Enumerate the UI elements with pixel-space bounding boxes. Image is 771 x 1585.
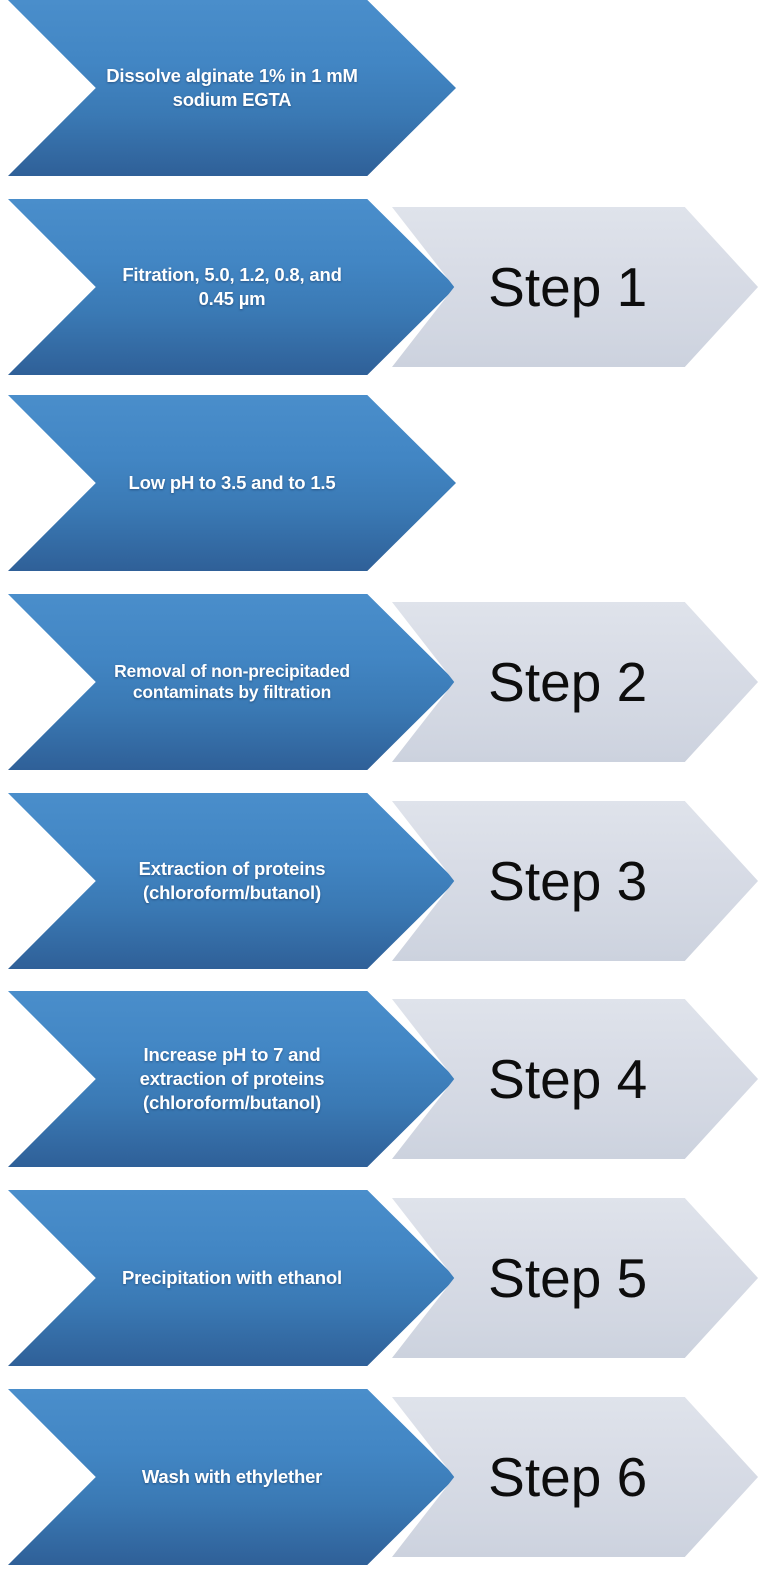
process-chevron-2[interactable]: Fitration, 5.0, 1.2, 0.8, and 0.45 µm [8,199,456,375]
flow-row: Dissolve alginate 1% in 1 mM sodium EGTA [0,0,771,176]
step-chevron-label: Step 3 [488,849,648,912]
process-chevron-label: Low pH to 3.5 and to 1.5 [128,472,336,494]
flow-row: Extraction of proteins (chloroform/butan… [0,793,771,969]
step-chevron-label: Step 6 [488,1445,648,1508]
flow-row: Wash with ethylether Step 6 [0,1389,771,1565]
process-chevron-8[interactable]: Wash with ethylether [8,1389,456,1565]
process-chevron-1[interactable]: Dissolve alginate 1% in 1 mM sodium EGTA [8,0,456,176]
process-chevron-3[interactable]: Low pH to 3.5 and to 1.5 [8,395,456,571]
flow-row: Low pH to 3.5 and to 1.5 [0,395,771,571]
step-chevron-label: Step 2 [488,650,648,713]
flow-row: Removal of non-precipitaded contaminats … [0,594,771,770]
process-chevron-label: Removal of non-precipitaded contaminats … [114,660,350,702]
process-chevron-label: Fitration, 5.0, 1.2, 0.8, and 0.45 µm [122,264,342,309]
process-chevron-7[interactable]: Precipitation with ethanol [8,1190,456,1366]
flow-row: Increase pH to 7 and extraction of prote… [0,991,771,1167]
flow-row: Precipitation with ethanol Step 5 [0,1190,771,1366]
process-chevron-label: Wash with ethylether [141,1466,323,1488]
process-chevron-6[interactable]: Increase pH to 7 and extraction of prote… [8,991,456,1167]
step-chevron-label: Step 1 [488,255,648,318]
process-chevron-5[interactable]: Extraction of proteins (chloroform/butan… [8,793,456,969]
step-chevron-4[interactable]: Step 4 [392,999,758,1159]
process-chevron-label: Extraction of proteins (chloroform/butan… [138,858,326,903]
process-chevron-label: Precipitation with ethanol [122,1267,342,1289]
step-chevron-label: Step 5 [488,1246,648,1309]
step-chevron-label: Step 4 [488,1047,648,1110]
flow-row: Fitration, 5.0, 1.2, 0.8, and 0.45 µm St… [0,199,771,375]
process-chevron-label: Increase pH to 7 and extraction of prote… [139,1044,325,1113]
process-chevron-label: Dissolve alginate 1% in 1 mM sodium EGTA [106,65,358,110]
process-chevron-4[interactable]: Removal of non-precipitaded contaminats … [8,594,456,770]
